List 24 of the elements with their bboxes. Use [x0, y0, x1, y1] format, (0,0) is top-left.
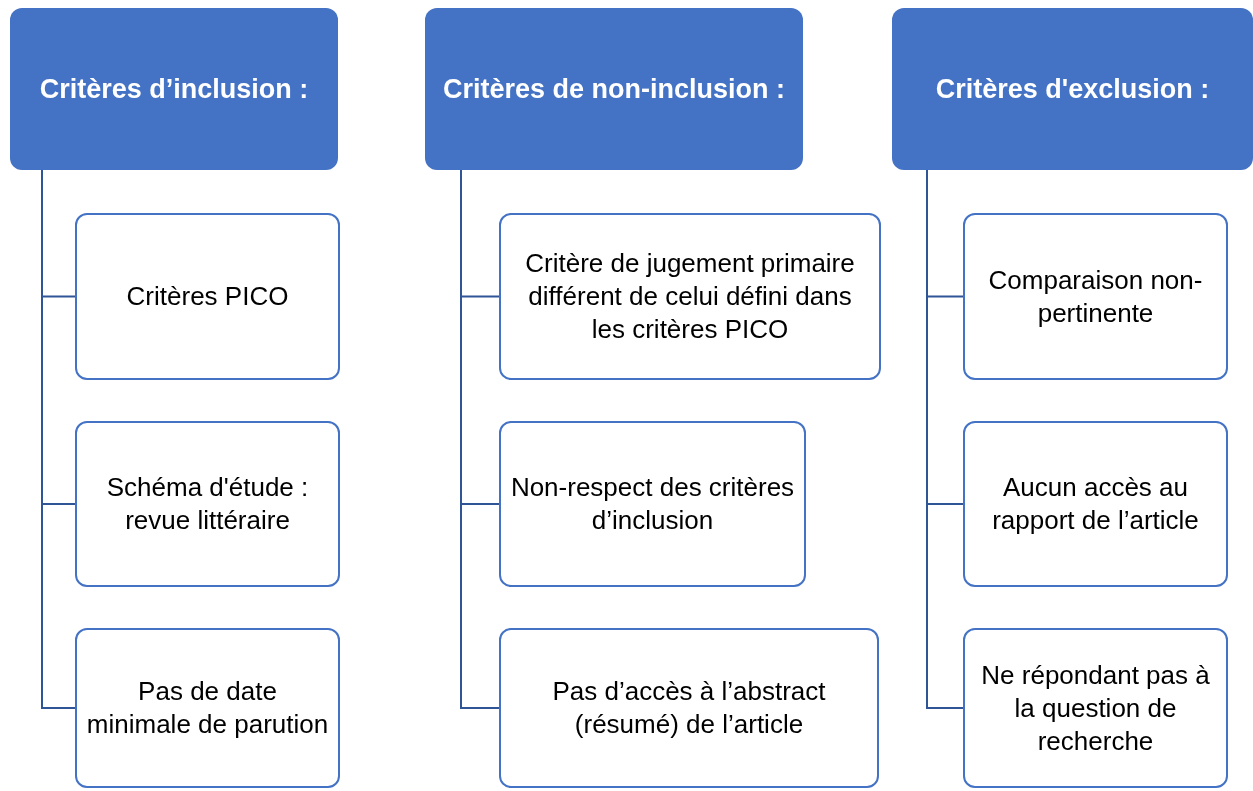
- criterion-box: [499, 628, 879, 788]
- header-text: Critères de non-inclusion :: [442, 73, 785, 106]
- criterion-box: [963, 628, 1228, 788]
- header-box: [425, 8, 803, 170]
- criterion-text: Critère de jugement primaire différent de celui défini dans les critères PICO: [524, 247, 856, 346]
- criterion-text: Critères PICO: [126, 280, 289, 313]
- criterion-text: Aucun accès au rapport de l’article: [991, 471, 1200, 537]
- header-text: Critères d’inclusion :: [39, 73, 309, 106]
- criterion-text: Ne répondant pas à la question de recherche: [980, 658, 1211, 758]
- criterion-text: Pas d’accès à l’abstract (résumé) de l’article: [551, 675, 827, 741]
- criterion-text: Comparaison non-pertinente: [987, 263, 1204, 330]
- criterion-box: [499, 213, 881, 380]
- header-text: Critères d'exclusion :: [935, 73, 1210, 106]
- criterion-box: [963, 421, 1228, 587]
- criterion-text: Pas de date minimale de parution: [85, 675, 330, 741]
- criterion-text: Non-respect des critères d’inclusion: [509, 471, 796, 537]
- header-box: [892, 8, 1253, 170]
- criterion-box: [75, 628, 340, 788]
- criterion-box: [75, 213, 340, 380]
- criterion-text: Schéma d'étude : revue littéraire: [105, 471, 310, 537]
- criterion-box: [499, 421, 806, 587]
- header-box: [10, 8, 338, 170]
- criterion-box: [963, 213, 1228, 380]
- criterion-box: [75, 421, 340, 587]
